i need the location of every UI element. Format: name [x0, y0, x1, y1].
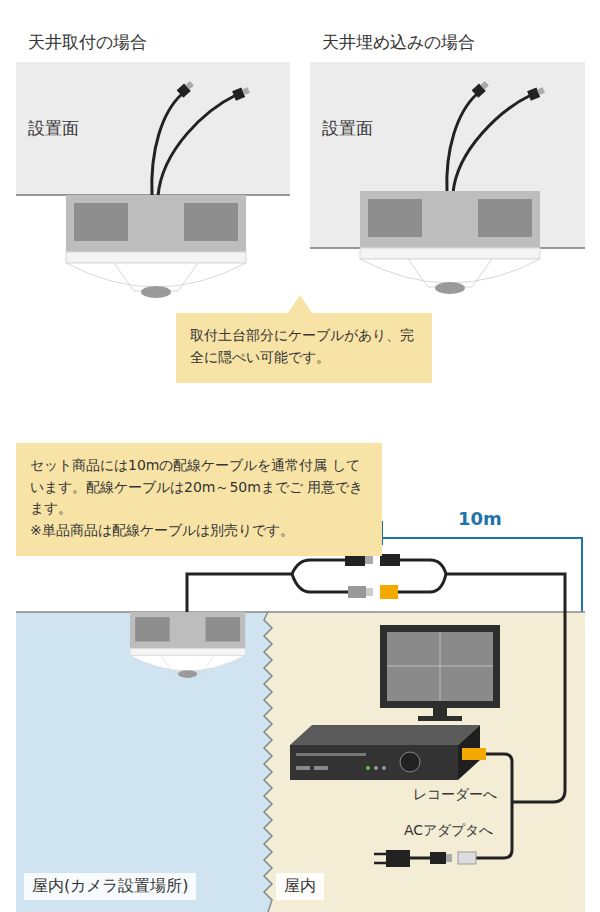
surface-label: 設置面 — [322, 117, 373, 140]
room-label: 屋内(カメラ設置場所) — [24, 873, 196, 900]
room-label: 屋内 — [276, 873, 324, 900]
wire-label: レコーダーへ — [413, 786, 497, 804]
callout-note: ※単品商品は配線ケーブルは別売りです。 — [30, 520, 368, 542]
callout-text: 取付土台部分にケーブルがあり、完 全に隠ぺい可能です。 — [190, 325, 418, 368]
mount-panel: 天井取付の場合設置面 — [16, 62, 290, 195]
dimension-label: 10m — [458, 508, 502, 529]
room-region: 屋内 — [268, 612, 585, 912]
callout-text: セット商品には10mの配線ケーブルを通常付属 しています。配線ケーブルは20m～… — [30, 455, 368, 520]
panel-heading: 天井取付の場合 — [28, 31, 147, 54]
note-callout: セット商品には10mの配線ケーブルを通常付属 しています。配線ケーブルは20m～… — [16, 443, 382, 556]
surface-label: 設置面 — [28, 117, 79, 140]
note-callout: 取付土台部分にケーブルがあり、完 全に隠ぺい可能です。 — [176, 313, 432, 383]
wire-label: ACアダプタへ — [404, 822, 493, 840]
room-region: 屋内(カメラ設置場所) — [16, 612, 268, 912]
panel-heading: 天井埋め込みの場合 — [322, 31, 475, 54]
mount-panel: 天井埋め込みの場合設置面 — [310, 62, 585, 248]
